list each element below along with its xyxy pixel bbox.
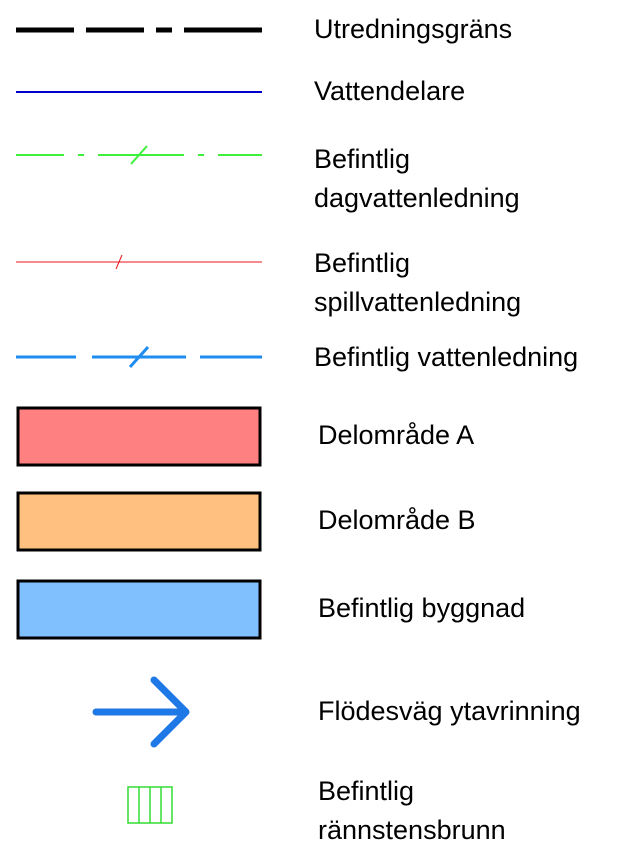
legend-label-flodesvag: Flödesväg ytavrinning <box>318 696 581 726</box>
legend-symbol-rannstensbrunn <box>0 778 280 838</box>
legend-symbol-utredningsgrans <box>0 0 280 60</box>
legend-label-vattendelare: Vattendelare <box>314 76 466 106</box>
legend-label-vattenledning: Befintlig vattenledning <box>314 342 579 372</box>
legend-label-dagvattenledning: Befintlig dagvattenledning <box>314 144 520 213</box>
legend-symbol-spillvattenledning <box>0 240 280 280</box>
legend-symbol-flodesvag <box>0 672 280 752</box>
legend-symbol-byggnad <box>0 578 280 643</box>
legend-label-utredningsgrans: Utredningsgräns <box>314 14 513 44</box>
thin-line-with-tick-icon <box>16 254 262 270</box>
rectangle-fill-icon <box>16 406 262 467</box>
legend-symbol-vattendelare <box>0 70 280 120</box>
rectangle-fill-icon <box>16 491 262 552</box>
legend-label-delomrade-b: Delområde B <box>318 505 476 535</box>
legend-label-spillvattenledning: Befintlig spillvattenledning <box>314 248 522 317</box>
legend-label-rannstensbrunn: Befintlig rännstensbrunn <box>318 776 506 845</box>
legend-symbol-dagvattenledning <box>0 135 280 185</box>
grate-square-icon <box>127 786 173 824</box>
arrow-icon <box>92 676 190 748</box>
dash-dot-line-with-slash-icon <box>16 145 262 165</box>
dashed-line-with-slash-icon <box>16 345 262 369</box>
legend-symbol-delomrade-a <box>0 405 280 470</box>
legend-label-byggnad: Befintlig byggnad <box>318 593 526 623</box>
legend-symbol-delomrade-b <box>0 490 280 555</box>
solid-line-icon <box>16 91 262 93</box>
rectangle-fill-icon <box>16 579 262 640</box>
legend-label-delomrade-a: Delområde A <box>318 420 475 450</box>
thick-dashed-line-icon <box>16 27 262 33</box>
legend-symbol-vattenledning <box>0 335 280 380</box>
